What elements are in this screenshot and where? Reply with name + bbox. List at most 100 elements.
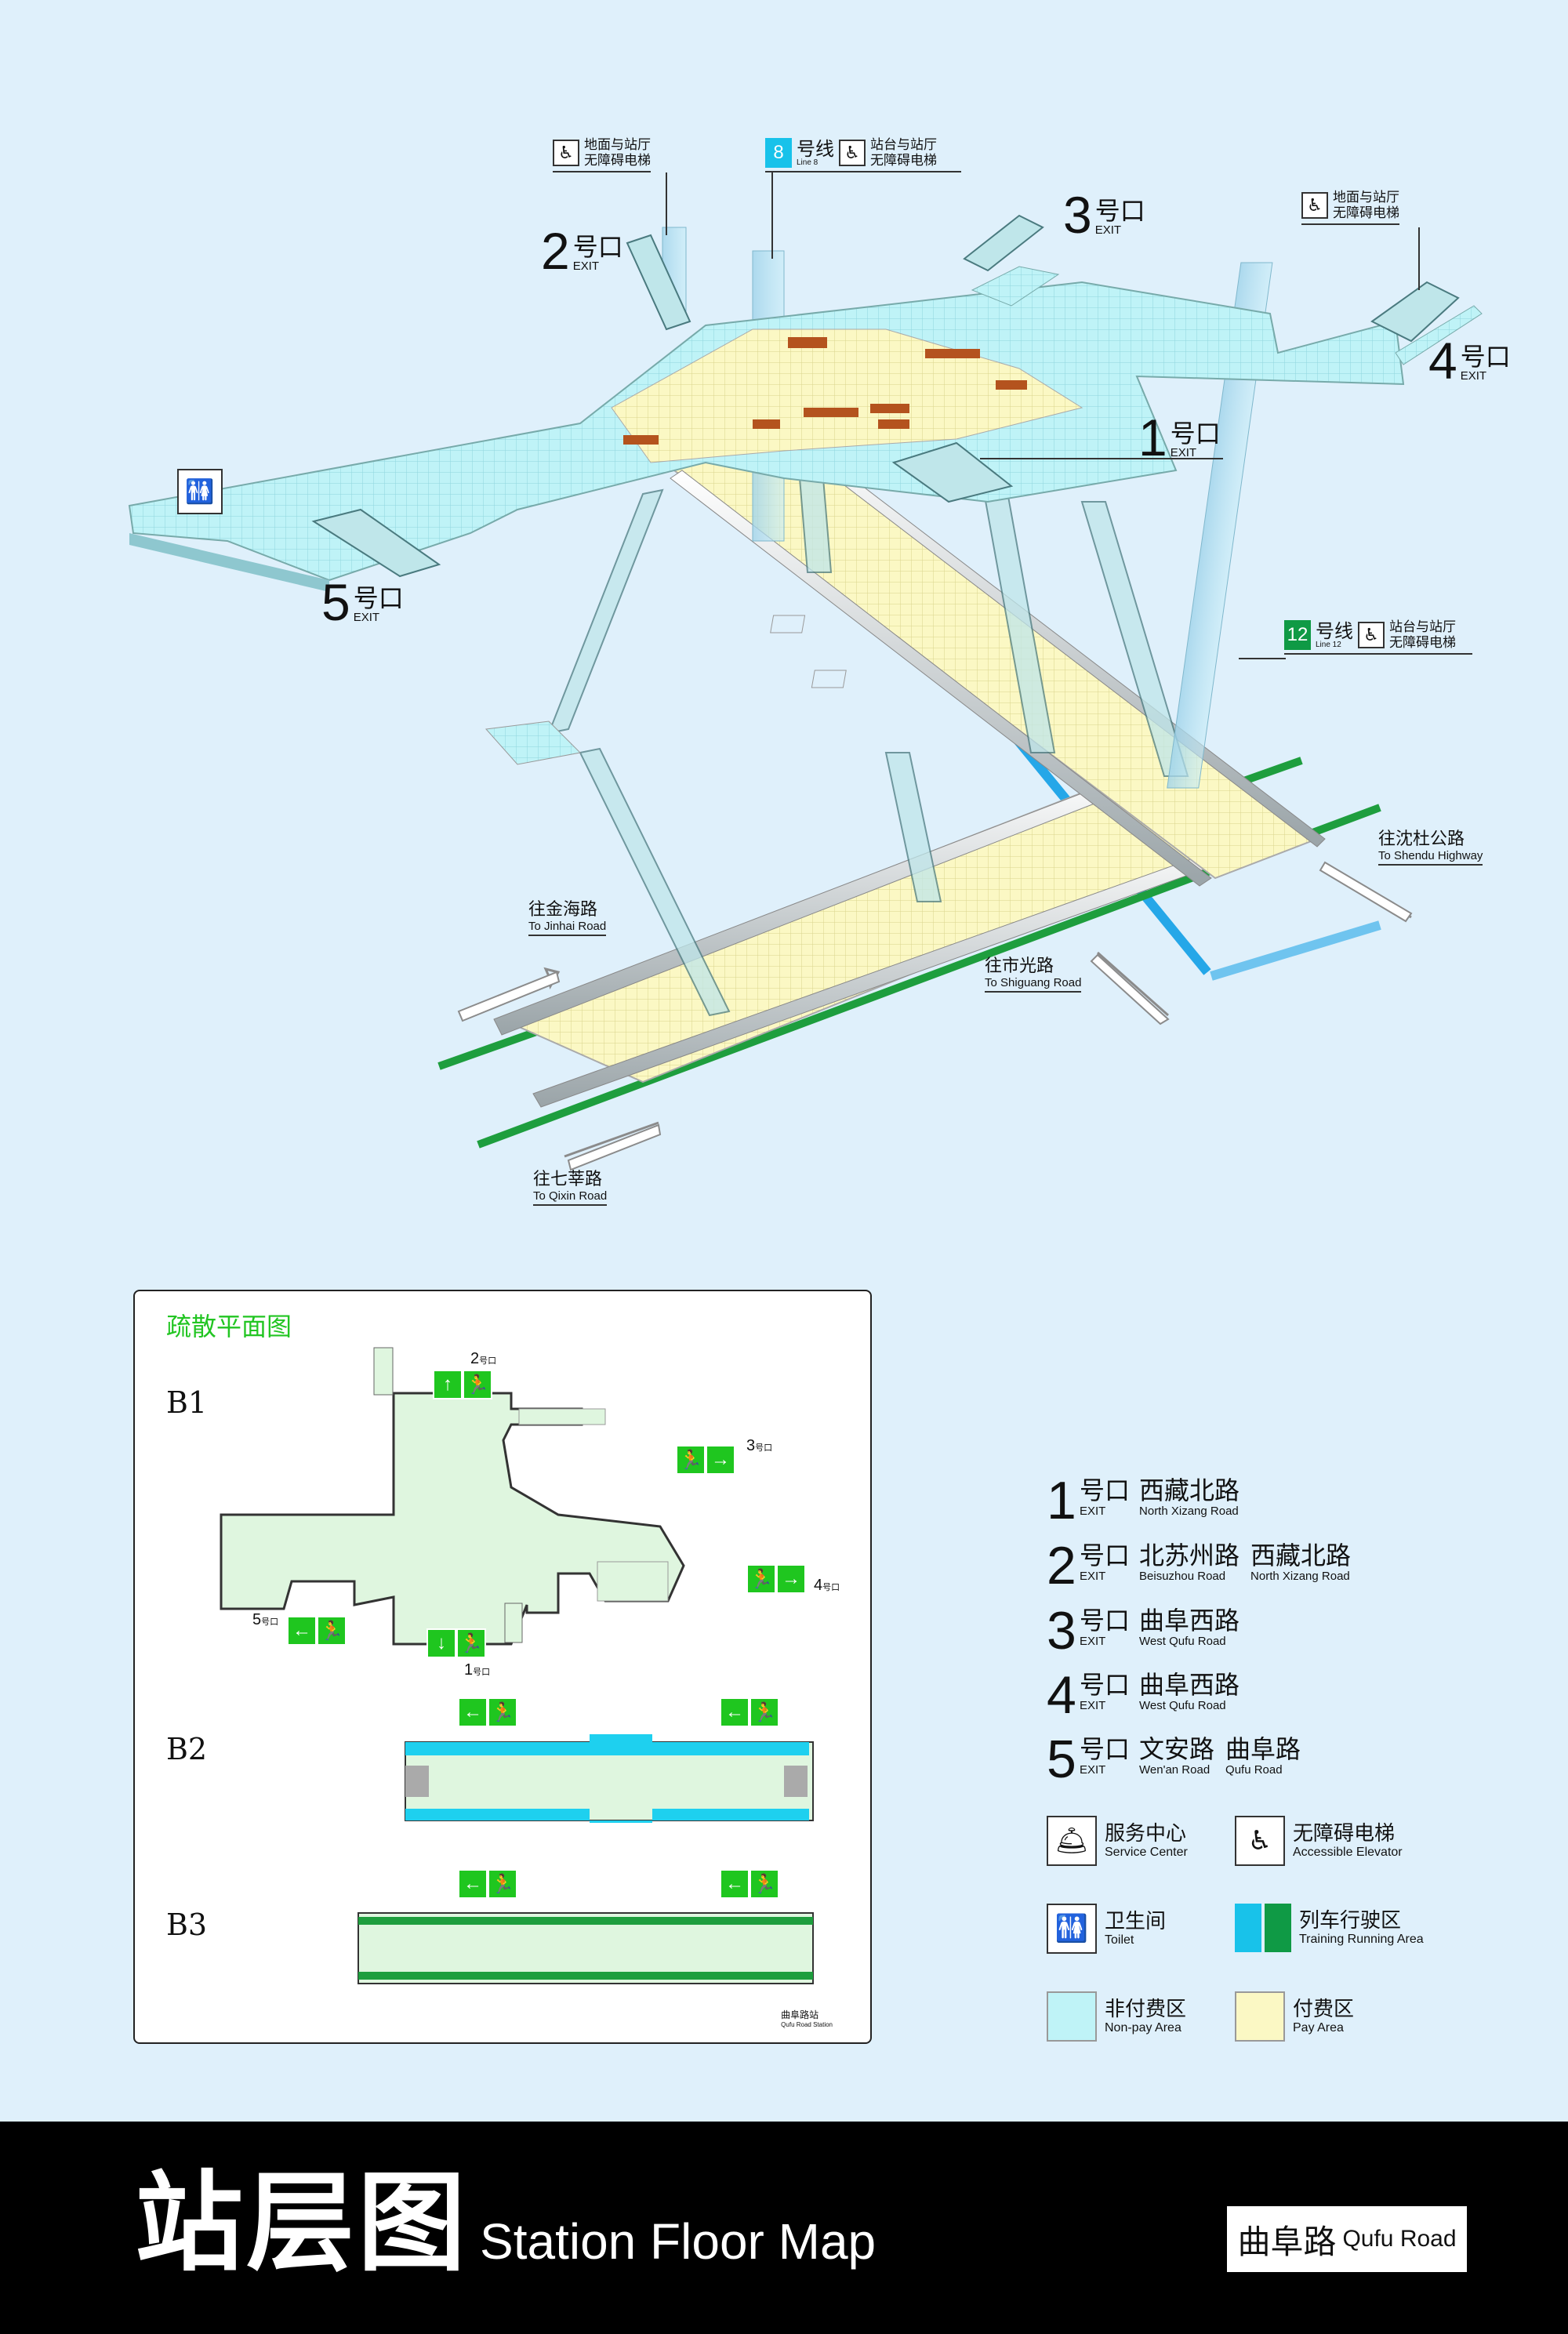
- legend-cn: 非付费区: [1105, 1998, 1187, 2021]
- legend-exit-en: EXIT: [1080, 1763, 1106, 1777]
- mini-exit-4: 4号口: [814, 1577, 840, 1595]
- arrow-up-icon: ↑: [433, 1370, 463, 1399]
- callout-line2: 无障碍电梯: [1389, 635, 1456, 651]
- exit-number: 2: [541, 222, 570, 280]
- direction-cn: 往七莘路: [533, 1170, 603, 1189]
- legend-en: Pay Area: [1293, 2021, 1344, 2035]
- exit-number: 5: [321, 573, 350, 631]
- arrow-down-icon: ↓: [426, 1628, 456, 1658]
- legend-road-cn: 西藏北路: [1250, 1541, 1352, 1570]
- legend-exit-en: EXIT: [1080, 1505, 1106, 1518]
- callout-elevator-ground-left: ♿ 地面与站厅无障碍电梯: [553, 137, 651, 172]
- exit-passages: [311, 214, 1460, 578]
- direction-en: To Shiguang Road: [985, 976, 1082, 989]
- mini-exit-num: 1: [464, 1661, 474, 1679]
- legend-road-cn: 曲阜西路: [1139, 1670, 1240, 1700]
- mini-exit-hk: 号口: [473, 1668, 491, 1677]
- arrow-to-shiguang-icon: [1090, 953, 1170, 1025]
- evac-sign-exit-2: ↑🏃: [433, 1370, 492, 1399]
- exit-en: EXIT: [353, 611, 380, 624]
- arrow-right-icon: →: [706, 1445, 735, 1475]
- level-b3-label: B3: [166, 1907, 208, 1942]
- running-man-icon: 🏃: [488, 1869, 517, 1899]
- footer-bar: 站层图 Station Floor Map 曲阜路 Qufu Road: [0, 2122, 1568, 2334]
- legend-exit-hk: 号口: [1080, 1670, 1131, 1700]
- callout-line2: 无障碍电梯: [1333, 205, 1399, 221]
- intermediate-landing: [485, 721, 582, 765]
- mini-exit-5: 5号口: [252, 1611, 278, 1629]
- evac-sign-exit-5: ←🏃: [287, 1616, 347, 1646]
- legend-road-cn: 北苏州路: [1139, 1541, 1240, 1570]
- callout-line1: 站台与站厅: [1389, 619, 1456, 635]
- evac-sign-b3-right: ←🏃: [720, 1869, 779, 1899]
- legend-exit-number: 2: [1047, 1536, 1076, 1595]
- evacuation-title: 疏散平面图: [166, 1312, 292, 1341]
- toilet-icon: 🚻: [1047, 1904, 1097, 1954]
- evac-sign-exit-4: 🏃→: [746, 1564, 806, 1594]
- legend-cn: 卫生间: [1105, 1910, 1167, 1933]
- legend-road-cn: 西藏北路: [1139, 1476, 1240, 1505]
- legend-road-en: West Qufu Road: [1139, 1635, 1226, 1648]
- arrow-to-jinhai-icon: [457, 971, 561, 1022]
- line-cn: 号线: [1316, 619, 1353, 642]
- running-man-icon: 🏃: [456, 1628, 486, 1658]
- level-b1-label: B1: [166, 1385, 208, 1420]
- mini-exit-hk: 号口: [822, 1583, 840, 1592]
- callout-line1: 站台与站厅: [870, 137, 937, 153]
- legend-en: Training Running Area: [1299, 1933, 1424, 1946]
- arrow-to-qixin-icon: [567, 1123, 662, 1171]
- legend-road-en: North Xizang Road: [1250, 1570, 1350, 1583]
- legend-exit-en: EXIT: [1080, 1635, 1106, 1648]
- toilet-icon: 🚻: [177, 469, 223, 514]
- accessible-elevator-icon: ♿: [1358, 622, 1385, 648]
- running-man-icon: 🏃: [750, 1697, 779, 1727]
- running-man-icon: 🏃: [676, 1445, 706, 1475]
- legend-cn: 无障碍电梯: [1293, 1822, 1396, 1846]
- running-man-icon: 🏃: [750, 1869, 779, 1899]
- legend-cn: 付费区: [1293, 1998, 1355, 2021]
- arrow-left-icon: ←: [720, 1697, 750, 1727]
- exit-hk: 号口: [1460, 342, 1511, 372]
- evacuation-floorplans: [220, 1347, 814, 1984]
- mini-exit-num: 2: [470, 1350, 480, 1367]
- legend-road-en: Wen'an Road: [1139, 1763, 1210, 1777]
- direction-shiguang: 往市光路 To Shiguang Road: [985, 956, 1082, 993]
- footer-station-en: Qufu Road: [1342, 2226, 1457, 2252]
- mini-exit-hk: 号口: [479, 1356, 497, 1366]
- exit-number: 4: [1428, 332, 1457, 390]
- inset-station-cn: 曲阜路站: [781, 2009, 819, 2020]
- legend-exit-hk: 号口: [1080, 1734, 1131, 1764]
- arrow-left-icon: ←: [458, 1869, 488, 1899]
- accessible-elevator-icon: ♿: [839, 140, 866, 166]
- legend-exit-number: 4: [1047, 1665, 1076, 1725]
- exit-en: EXIT: [1170, 446, 1197, 459]
- evac-sign-exit-3: 🏃→: [676, 1445, 735, 1475]
- mini-exit-hk: 号口: [261, 1617, 279, 1627]
- exit-en: EXIT: [572, 260, 600, 273]
- mini-exit-3: 3号口: [746, 1437, 772, 1455]
- exit-hk: 号口: [572, 232, 623, 262]
- legend-exit-hk: 号口: [1080, 1541, 1131, 1570]
- direction-en: To Qixin Road: [533, 1189, 608, 1203]
- legend-road-cn: 文安路: [1139, 1734, 1215, 1764]
- inset-station-name: 曲阜路站 Qufu Road Station: [781, 2008, 833, 2028]
- evac-sign-b3-left: ←🏃: [458, 1869, 517, 1899]
- legend-road-en: West Qufu Road: [1139, 1699, 1226, 1712]
- exit-number: 3: [1063, 186, 1092, 244]
- level-b2-label: B2: [166, 1732, 208, 1766]
- legend-exit-en: EXIT: [1080, 1570, 1106, 1583]
- exit-en: EXIT: [1094, 223, 1122, 237]
- callout-elevator-ground-right: ♿ 地面与站厅无障碍电梯: [1301, 190, 1399, 225]
- direction-qixin: 往七莘路 To Qixin Road: [533, 1170, 608, 1206]
- legend-en: Toilet: [1105, 1933, 1134, 1947]
- running-man-icon: 🏃: [746, 1564, 776, 1594]
- legend-exit-number: 3: [1047, 1601, 1076, 1661]
